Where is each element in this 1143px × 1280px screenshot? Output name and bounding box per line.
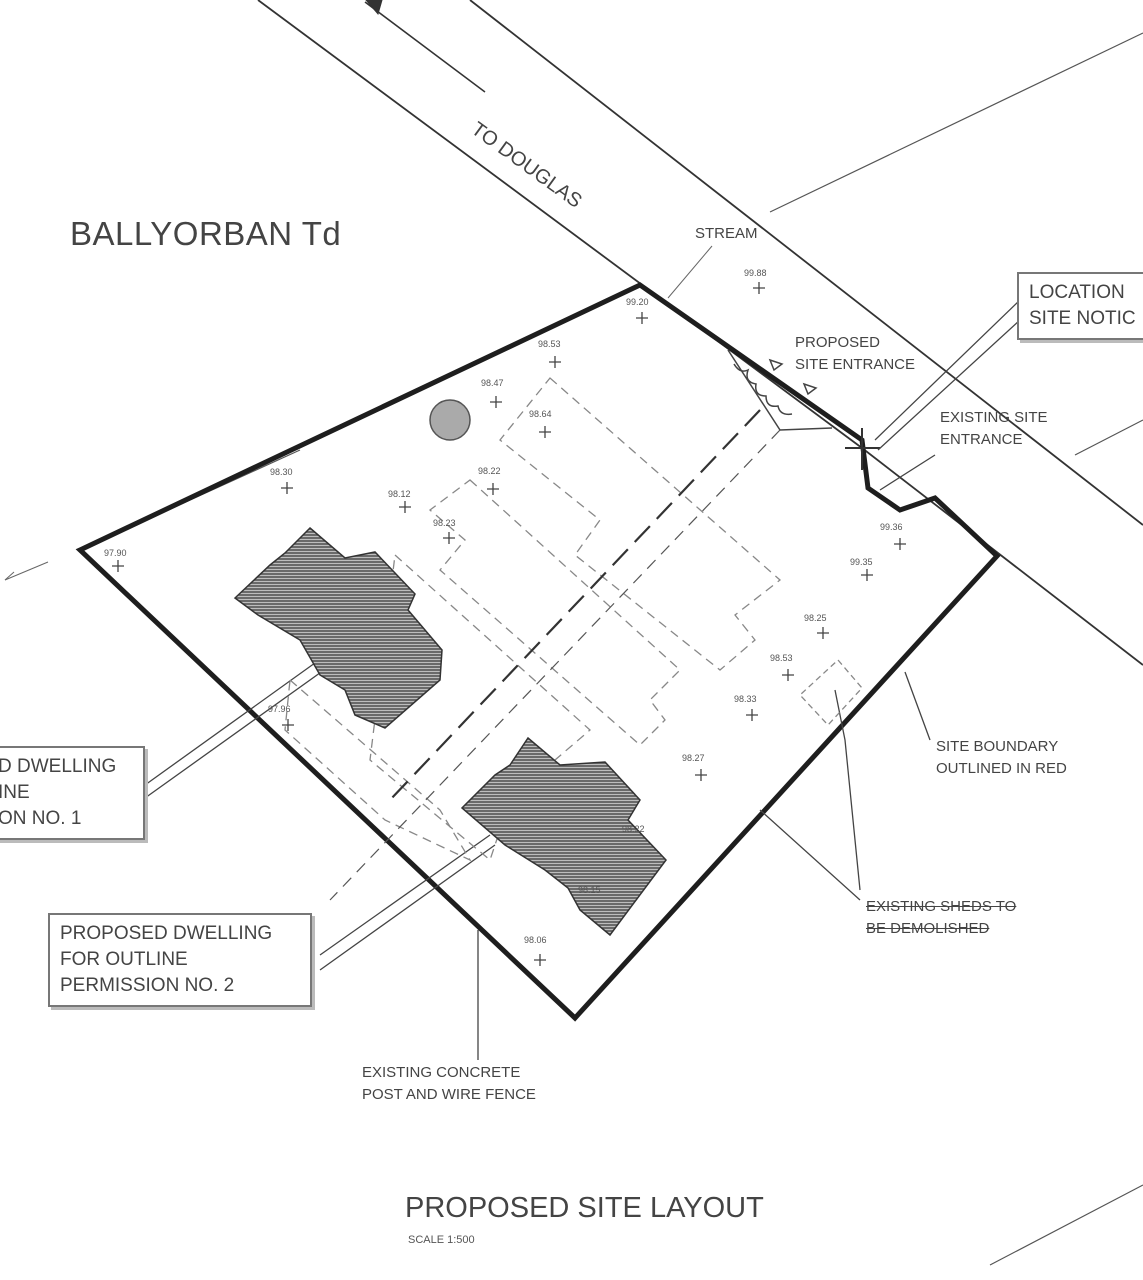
dwelling-2 bbox=[460, 736, 667, 937]
tree bbox=[429, 399, 471, 441]
dwelling-1 bbox=[233, 526, 443, 729]
drawing-scale: SCALE 1:500 bbox=[408, 1234, 475, 1246]
spot-level: 98.30 bbox=[270, 467, 293, 477]
north-arrow bbox=[4, 561, 49, 581]
spot-level: 98.47 bbox=[481, 378, 504, 388]
location-notice-box: LOCATION SITE NOTIC bbox=[1017, 272, 1143, 340]
spot-level: 98.53 bbox=[770, 653, 793, 663]
dwelling-1-line: ON NO. 1 bbox=[0, 808, 82, 829]
road-arrow bbox=[364, 0, 486, 93]
spot-level: 98.06 bbox=[524, 935, 547, 945]
proposed-entrance-line: SITE ENTRANCE bbox=[795, 356, 916, 373]
spot-level: 97.96 bbox=[268, 704, 291, 714]
site-boundary-label: SITE BOUNDARY OUTLINED IN RED bbox=[936, 736, 1067, 780]
existing-sheds bbox=[799, 659, 863, 726]
existing-entrance-line: ENTRANCE bbox=[940, 431, 1023, 448]
spot-level: 99.35 bbox=[850, 557, 873, 567]
existing-entrance-line: EXISTING SITE bbox=[940, 409, 1048, 426]
spot-level: 98.25 bbox=[804, 613, 827, 623]
dwelling-1-line: INE bbox=[0, 782, 30, 803]
stream-label: STREAM bbox=[695, 225, 758, 242]
townland-label: BALLYORBAN Td bbox=[70, 215, 342, 252]
site-boundary-line: SITE BOUNDARY bbox=[936, 738, 1059, 755]
spot-level: 99.20 bbox=[626, 297, 649, 307]
site-boundary-line: OUTLINED IN RED bbox=[936, 760, 1067, 777]
spot-level: 98.53 bbox=[538, 339, 561, 349]
spot-level: 98.15 bbox=[578, 885, 601, 895]
spot-level: 98.22 bbox=[478, 466, 501, 476]
spot-level: 98.22 bbox=[622, 824, 645, 834]
dwelling-2-line: PERMISSION NO. 2 bbox=[60, 975, 235, 996]
site-boundary bbox=[75, 282, 1001, 1022]
existing-sheds-line: BE DEMOLISHED bbox=[866, 920, 990, 937]
spot-level: 99.88 bbox=[744, 268, 767, 278]
fence-label: EXISTING CONCRETE POST AND WIRE FENCE bbox=[362, 1062, 536, 1106]
spot-level: 98.27 bbox=[682, 753, 705, 763]
existing-entrance-marker bbox=[845, 428, 880, 470]
spot-level: 97.90 bbox=[104, 548, 127, 558]
dwelling-1-box: D DWELLING INE ON NO. 1 bbox=[0, 746, 145, 840]
existing-entrance-label: EXISTING SITE ENTRANCE bbox=[940, 407, 1048, 451]
drawing-title: PROPOSED SITE LAYOUT bbox=[405, 1192, 764, 1224]
access-drive bbox=[389, 409, 761, 801]
fence-line: POST AND WIRE FENCE bbox=[362, 1086, 536, 1103]
spot-level: 98.33 bbox=[734, 694, 757, 704]
dwelling-2-line: PROPOSED DWELLING bbox=[60, 923, 273, 944]
dwelling-1-line: D DWELLING bbox=[0, 756, 117, 777]
location-notice-line: SITE NOTIC bbox=[1029, 308, 1136, 329]
fence-line: EXISTING CONCRETE bbox=[362, 1064, 521, 1081]
dwelling-2-box: PROPOSED DWELLING FOR OUTLINE PERMISSION… bbox=[48, 913, 312, 1007]
spot-level: 99.36 bbox=[880, 522, 903, 532]
spot-level: 98.12 bbox=[388, 489, 411, 499]
level-markers bbox=[112, 282, 906, 966]
leader-lines bbox=[144, 299, 1021, 1060]
spot-level: 98.23 bbox=[433, 518, 456, 528]
dwelling-2-line: FOR OUTLINE bbox=[60, 949, 188, 970]
spot-level: 98.64 bbox=[529, 409, 552, 419]
existing-sheds-line: EXISTING SHEDS TO bbox=[866, 898, 1017, 915]
proposed-entrance-line: PROPOSED bbox=[795, 334, 881, 351]
proposed-entrance-label: PROPOSED SITE ENTRANCE bbox=[795, 332, 915, 376]
location-notice-line: LOCATION bbox=[1029, 282, 1125, 303]
road bbox=[257, 0, 1143, 666]
existing-sheds-label: EXISTING SHEDS TO BE DEMOLISHED bbox=[866, 896, 1016, 940]
